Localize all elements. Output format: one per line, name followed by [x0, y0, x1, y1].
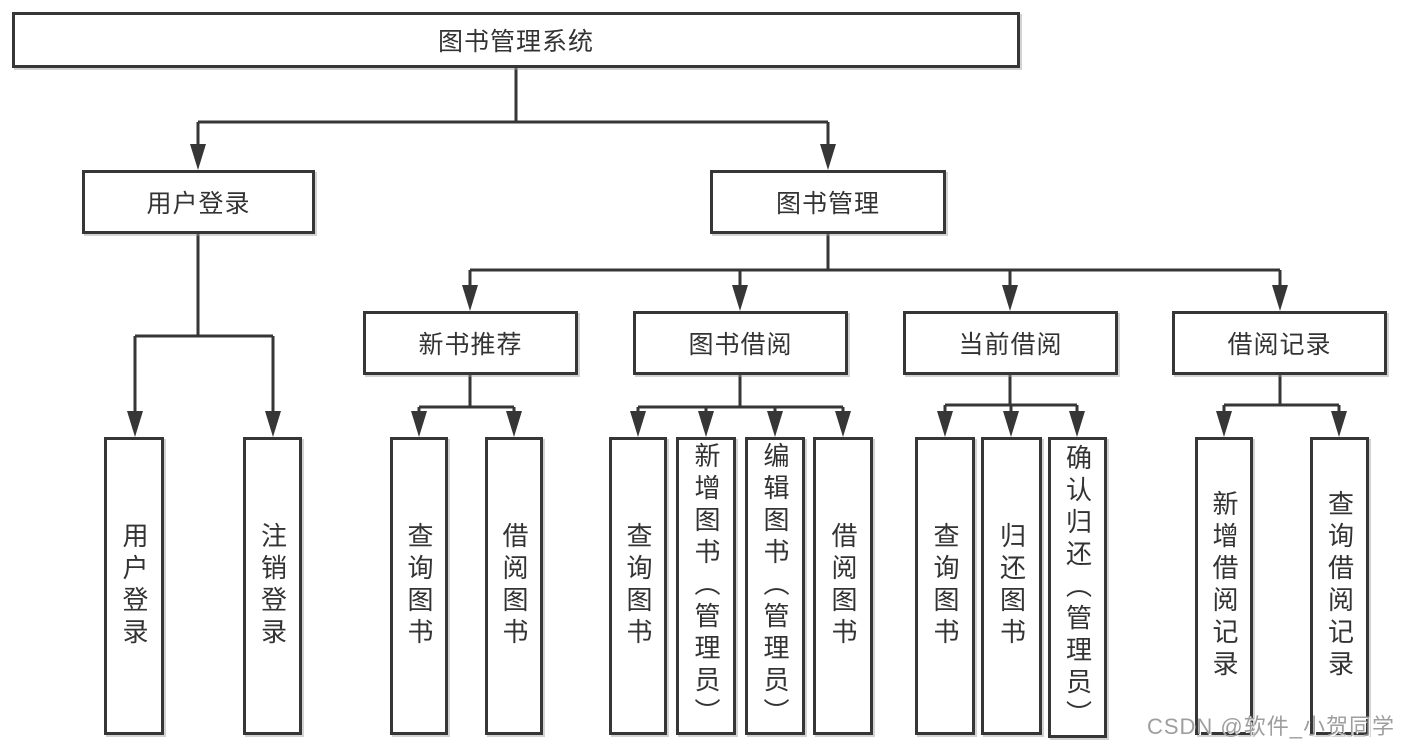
- node-borrow-records: 借阅记录: [1172, 311, 1387, 375]
- node-user-login: 用户登录: [82, 170, 315, 234]
- leaf-borrow-books-label: 借阅图书: [828, 522, 858, 650]
- leaf-edit-book-admin: 编辑图书（管理员）: [745, 437, 805, 735]
- leaf-add-book-admin-label: 新增图书（管理员）: [691, 442, 721, 730]
- node-book-management: 图书管理: [710, 170, 946, 234]
- leaf-borrow-books-recommend: 借阅图书: [485, 437, 543, 735]
- leaf-return-book-label: 归还图书: [996, 522, 1027, 650]
- leaf-edit-book-admin-label: 编辑图书（管理员）: [760, 442, 790, 730]
- leaf-query-books-recommend-label: 查询图书: [404, 522, 434, 650]
- leaf-query-borrow-record: 查询借阅记录: [1310, 437, 1369, 735]
- leaf-confirm-return-admin: 确认归还（管理员）: [1048, 437, 1107, 738]
- leaf-query-books-current: 查询图书: [915, 437, 975, 735]
- leaf-user-login-label: 用户登录: [119, 522, 149, 650]
- leaf-user-login: 用户登录: [104, 437, 164, 735]
- connector-current-borrow: [937, 375, 1085, 437]
- leaf-query-books-borrow: 查询图书: [609, 437, 667, 735]
- leaf-add-book-admin: 新增图书（管理员）: [676, 437, 736, 735]
- leaf-borrow-books: 借阅图书: [813, 437, 873, 735]
- leaf-add-borrow-record: 新增借阅记录: [1195, 437, 1253, 735]
- csdn-watermark: CSDN @软件_小贺同学: [1146, 714, 1395, 739]
- leaf-query-books-current-label: 查询图书: [930, 522, 960, 650]
- connector-new-book-recommend: [411, 375, 522, 437]
- leaf-logout-label: 注销登录: [257, 522, 288, 650]
- leaf-confirm-return-admin-label: 确认归还（管理员）: [1062, 443, 1093, 732]
- leaf-add-borrow-record-label: 新增借阅记录: [1209, 490, 1239, 682]
- leaf-query-books-borrow-label: 查询图书: [623, 522, 653, 650]
- node-library-system: 图书管理系统: [12, 12, 1020, 68]
- leaf-logout: 注销登录: [243, 437, 302, 735]
- connector-root: [190, 68, 836, 170]
- connector-borrow-records: [1216, 375, 1347, 437]
- leaf-query-books-recommend: 查询图书: [390, 437, 448, 735]
- leaf-borrow-books-recommend-label: 借阅图书: [499, 522, 529, 650]
- node-current-borrow: 当前借阅: [903, 311, 1118, 375]
- connector-book-borrow: [630, 375, 851, 437]
- node-new-book-recommend: 新书推荐: [363, 311, 578, 375]
- connector-book-management: [462, 234, 1288, 311]
- connector-user-login: [127, 234, 281, 437]
- leaf-query-borrow-record-label: 查询借阅记录: [1324, 490, 1355, 682]
- node-book-borrow: 图书借阅: [633, 311, 848, 375]
- leaf-return-book: 归还图书: [981, 437, 1042, 735]
